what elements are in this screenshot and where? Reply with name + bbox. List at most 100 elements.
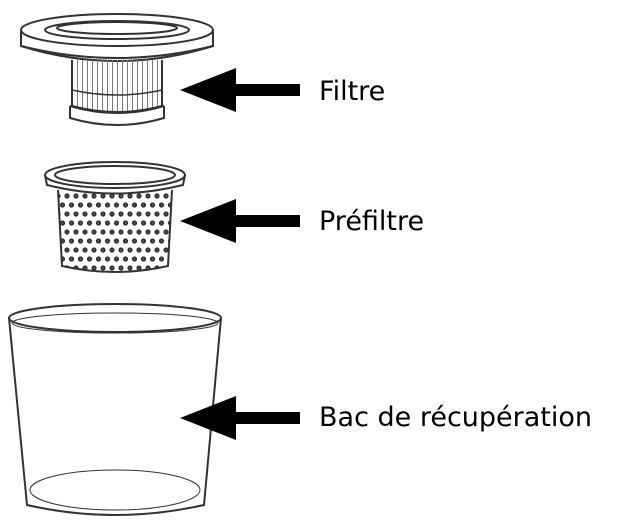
mesh-dot xyxy=(113,220,120,226)
mesh-dot xyxy=(100,265,106,271)
mesh-dot xyxy=(86,238,93,244)
mesh-dot xyxy=(127,193,133,199)
mesh-dot xyxy=(163,229,169,235)
mesh-dot xyxy=(73,229,79,235)
mesh-dot xyxy=(127,211,133,217)
mesh-dot xyxy=(73,193,79,199)
mesh-dot xyxy=(95,238,102,244)
mesh-dot xyxy=(163,247,169,253)
mesh-dot xyxy=(64,211,70,217)
mesh-dot xyxy=(58,229,61,235)
mesh-dot xyxy=(136,247,142,253)
mesh-dot xyxy=(82,193,88,199)
mesh-dot xyxy=(58,247,61,253)
mesh-dot xyxy=(113,256,120,262)
mesh-dot xyxy=(91,247,97,253)
mesh-dot xyxy=(127,247,133,253)
mesh-dot xyxy=(73,211,79,217)
mesh-dot xyxy=(100,193,106,199)
mesh-dot xyxy=(131,238,138,244)
mesh-dot xyxy=(64,229,70,235)
left-arrow-icon xyxy=(180,396,300,440)
mesh-dot xyxy=(140,202,147,208)
mesh-dot xyxy=(68,238,75,244)
mesh-dot xyxy=(113,202,120,208)
mesh-dot xyxy=(145,247,151,253)
mesh-dot xyxy=(149,220,156,226)
mesh-dot xyxy=(136,229,142,235)
mesh-dot xyxy=(95,202,102,208)
mesh-dot xyxy=(91,193,97,199)
mesh-dot xyxy=(100,211,106,217)
mesh-dot xyxy=(173,212,176,215)
mesh-dot xyxy=(149,256,156,262)
mesh-dot xyxy=(86,220,93,226)
mesh-dot xyxy=(122,238,129,244)
mesh-dot xyxy=(86,256,93,262)
mesh-dot xyxy=(118,229,124,235)
mesh-dot xyxy=(154,247,160,253)
mesh-dot xyxy=(145,229,151,235)
mesh-dot xyxy=(149,202,156,208)
mesh-dot xyxy=(173,230,176,233)
mesh-dot xyxy=(82,229,88,235)
mesh-dot xyxy=(100,247,106,253)
mesh-dot xyxy=(163,211,169,217)
mesh-dot xyxy=(68,256,75,262)
mesh-dot xyxy=(158,220,165,226)
mesh-dot xyxy=(73,247,79,253)
mesh-dot xyxy=(127,265,133,271)
mesh-dot xyxy=(58,265,61,271)
mesh-dot xyxy=(140,220,147,226)
mesh-dot xyxy=(149,238,156,244)
mesh-dot xyxy=(173,194,176,197)
mesh-dot xyxy=(91,211,97,217)
mesh-dot xyxy=(100,229,106,235)
mesh-dot xyxy=(158,202,165,208)
mesh-dot xyxy=(68,202,75,208)
mesh-dot xyxy=(136,265,142,271)
mesh-dot xyxy=(131,256,138,262)
mesh-dot xyxy=(104,238,111,244)
mesh-dot xyxy=(109,229,115,235)
mesh-dot xyxy=(154,193,160,199)
mesh-dot xyxy=(59,202,66,208)
collection-bin-part xyxy=(8,303,222,516)
mesh-dot xyxy=(77,238,84,244)
mesh-dot xyxy=(173,266,176,269)
mesh-dot xyxy=(131,220,138,226)
mesh-dot xyxy=(136,211,142,217)
mesh-dot xyxy=(104,220,111,226)
mesh-dot xyxy=(118,193,124,199)
mesh-dot xyxy=(158,256,165,262)
mesh-dot xyxy=(113,238,120,244)
mesh-dot xyxy=(140,256,147,262)
prefilter-part xyxy=(44,161,186,273)
mesh-dot xyxy=(95,256,102,262)
mesh-dot xyxy=(145,211,151,217)
mesh-dot xyxy=(82,211,88,217)
mesh-dot xyxy=(118,265,124,271)
mesh-dot xyxy=(109,193,115,199)
mesh-dot xyxy=(77,256,84,262)
mesh-dot xyxy=(104,256,111,262)
mesh-dot xyxy=(91,229,97,235)
mesh-dot xyxy=(158,238,165,244)
collection-bin-label: Bac de récupération xyxy=(319,402,593,433)
mesh-dot xyxy=(59,220,66,226)
mesh-dot xyxy=(91,265,97,271)
mesh-dot xyxy=(122,220,129,226)
mesh-dot xyxy=(163,193,169,199)
mesh-dot xyxy=(154,229,160,235)
mesh-dot xyxy=(109,247,115,253)
mesh-dot xyxy=(95,220,102,226)
mesh-dot xyxy=(64,193,70,199)
mesh-dot xyxy=(118,211,124,217)
mesh-dot xyxy=(118,247,124,253)
mesh-dot xyxy=(127,229,133,235)
mesh-dot xyxy=(140,238,147,244)
left-arrow-icon xyxy=(180,199,300,243)
mesh-dot xyxy=(122,256,129,262)
mesh-dot xyxy=(145,193,151,199)
